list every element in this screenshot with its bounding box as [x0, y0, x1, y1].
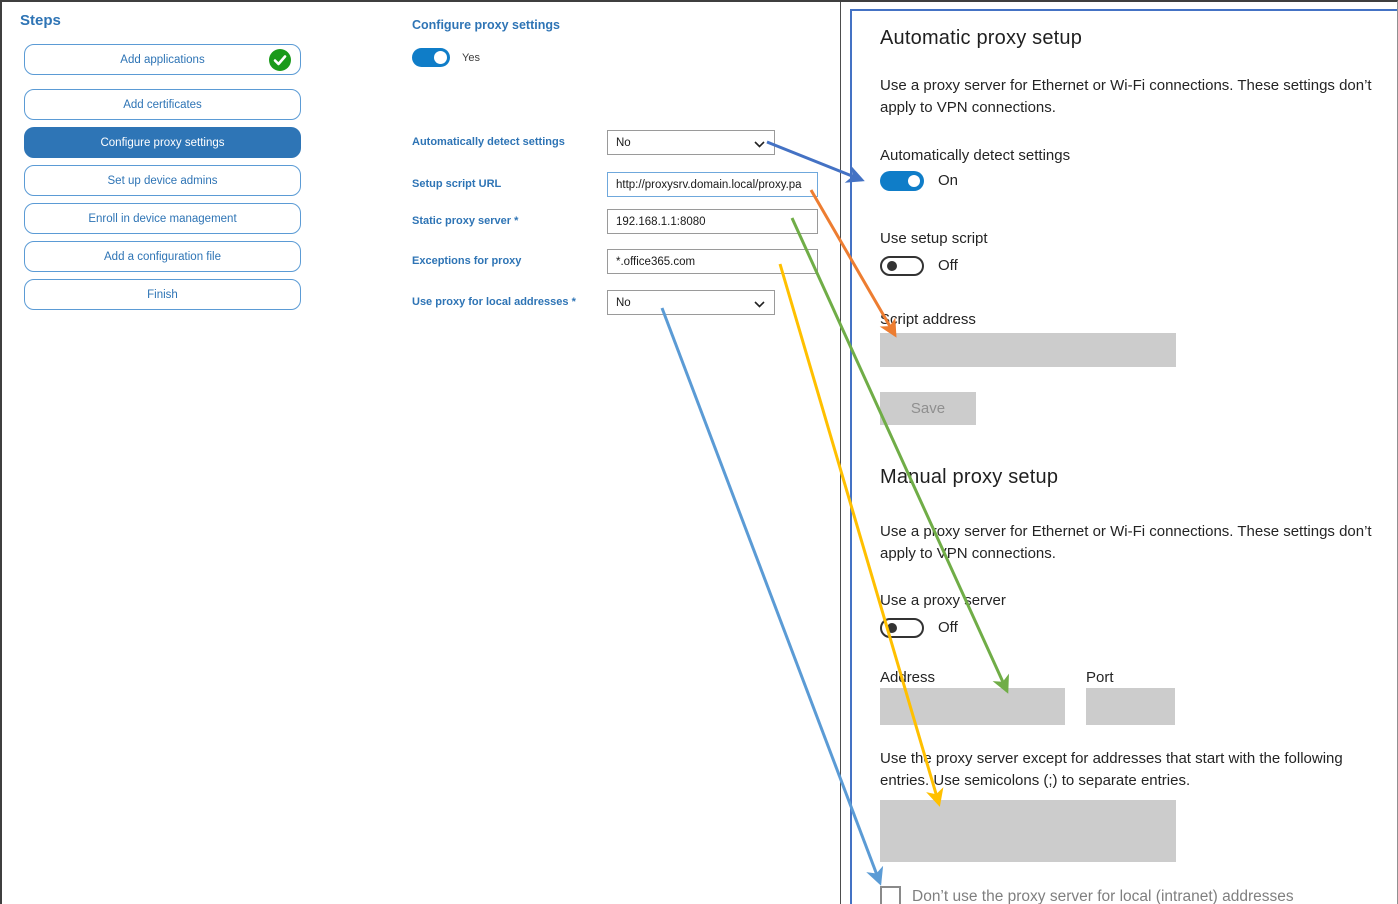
toggle-knob [887, 261, 897, 271]
field-control[interactable]: 192.168.1.1:8080 [607, 209, 818, 234]
local-addresses-arrow [660, 307, 884, 886]
automatic-proxy-title: Automatic proxy setup [880, 27, 1083, 49]
sidebar-step-button[interactable]: Enroll in device management [24, 203, 301, 234]
save-button: Save [880, 392, 976, 425]
address-label: Address [880, 669, 936, 686]
configure-proxy-toggle-label: Yes [462, 52, 480, 64]
sidebar-step-button[interactable]: Add certificates [24, 89, 301, 120]
sidebar-step-button[interactable]: Set up device admins [24, 165, 301, 196]
step-label: Add applications [120, 53, 205, 66]
field-label: Exceptions for proxy [412, 255, 522, 267]
step-label: Configure proxy settings [100, 136, 225, 149]
field-control[interactable]: http://proxysrv.domain.local/proxy.pa [607, 172, 818, 197]
field-label: Static proxy server * [412, 215, 519, 227]
sidebar-step-button[interactable]: Configure proxy settings [24, 127, 301, 158]
detect-settings-label: Automatically detect settings [880, 147, 1071, 164]
field-label: Automatically detect settings [412, 136, 565, 148]
toggle-knob [434, 51, 447, 64]
sidebar-step-button[interactable]: Add applications [24, 44, 301, 75]
use-setup-script-toggle[interactable] [880, 256, 924, 276]
field-value: *.office365.com [616, 255, 696, 268]
use-setup-script-label: Use setup script [880, 230, 988, 247]
use-proxy-server-label: Use a proxy server [880, 592, 1006, 609]
chevron-down-icon [754, 299, 765, 311]
field-control[interactable]: No [607, 290, 775, 315]
port-label: Port [1086, 669, 1114, 686]
step-label: Enroll in device management [88, 212, 237, 225]
manual-proxy-title: Manual proxy setup [880, 466, 1059, 488]
steps-title: Steps [20, 12, 61, 29]
form-title: Configure proxy settings [412, 18, 560, 32]
chevron-down-icon [754, 139, 765, 151]
manual-proxy-description: Use a proxy server for Ethernet or Wi-Fi… [880, 523, 1372, 562]
step-label: Add certificates [123, 98, 202, 111]
toggle-knob [887, 623, 897, 633]
script-address-input [880, 333, 1176, 367]
field-value: No [616, 296, 631, 309]
detect-settings-state: On [938, 172, 959, 189]
step-label: Set up device admins [107, 174, 218, 187]
local-addresses-checkbox-label: Don’t use the proxy server for local (in… [912, 888, 1294, 904]
port-input [1086, 688, 1175, 725]
proxy-exceptions-textarea [880, 800, 1176, 862]
step-label: Add a configuration file [104, 250, 221, 263]
completed-check-icon [269, 49, 291, 71]
use-proxy-server-state: Off [938, 619, 958, 636]
windows-proxy-settings-panel: Automatic proxy setup Use a proxy server… [850, 9, 1397, 904]
proxy-exceptions-description: Use the proxy server except for addresse… [880, 750, 1343, 789]
field-control[interactable]: *.office365.com [607, 249, 818, 274]
field-value: 192.168.1.1:8080 [616, 215, 706, 228]
sidebar-step-button[interactable]: Finish [24, 279, 301, 310]
field-value: http://proxysrv.domain.local/proxy.pa [616, 178, 802, 191]
local-addresses-checkbox [880, 886, 901, 904]
panel-divider [840, 2, 841, 904]
field-value: No [616, 136, 631, 149]
use-proxy-server-toggle[interactable] [880, 618, 924, 638]
use-setup-script-state: Off [938, 257, 958, 274]
toggle-knob [908, 175, 920, 187]
step-label: Finish [147, 288, 178, 301]
script-address-label: Script address [880, 311, 976, 328]
address-input [880, 688, 1065, 725]
configure-proxy-toggle[interactable] [412, 48, 450, 67]
sidebar-step-button[interactable]: Add a configuration file [24, 241, 301, 272]
automatic-proxy-description: Use a proxy server for Ethernet or Wi-Fi… [880, 77, 1372, 116]
detect-settings-toggle[interactable] [880, 171, 924, 191]
field-label: Use proxy for local addresses * [412, 296, 576, 308]
field-label: Setup script URL [412, 178, 502, 190]
field-control[interactable]: No [607, 130, 775, 155]
